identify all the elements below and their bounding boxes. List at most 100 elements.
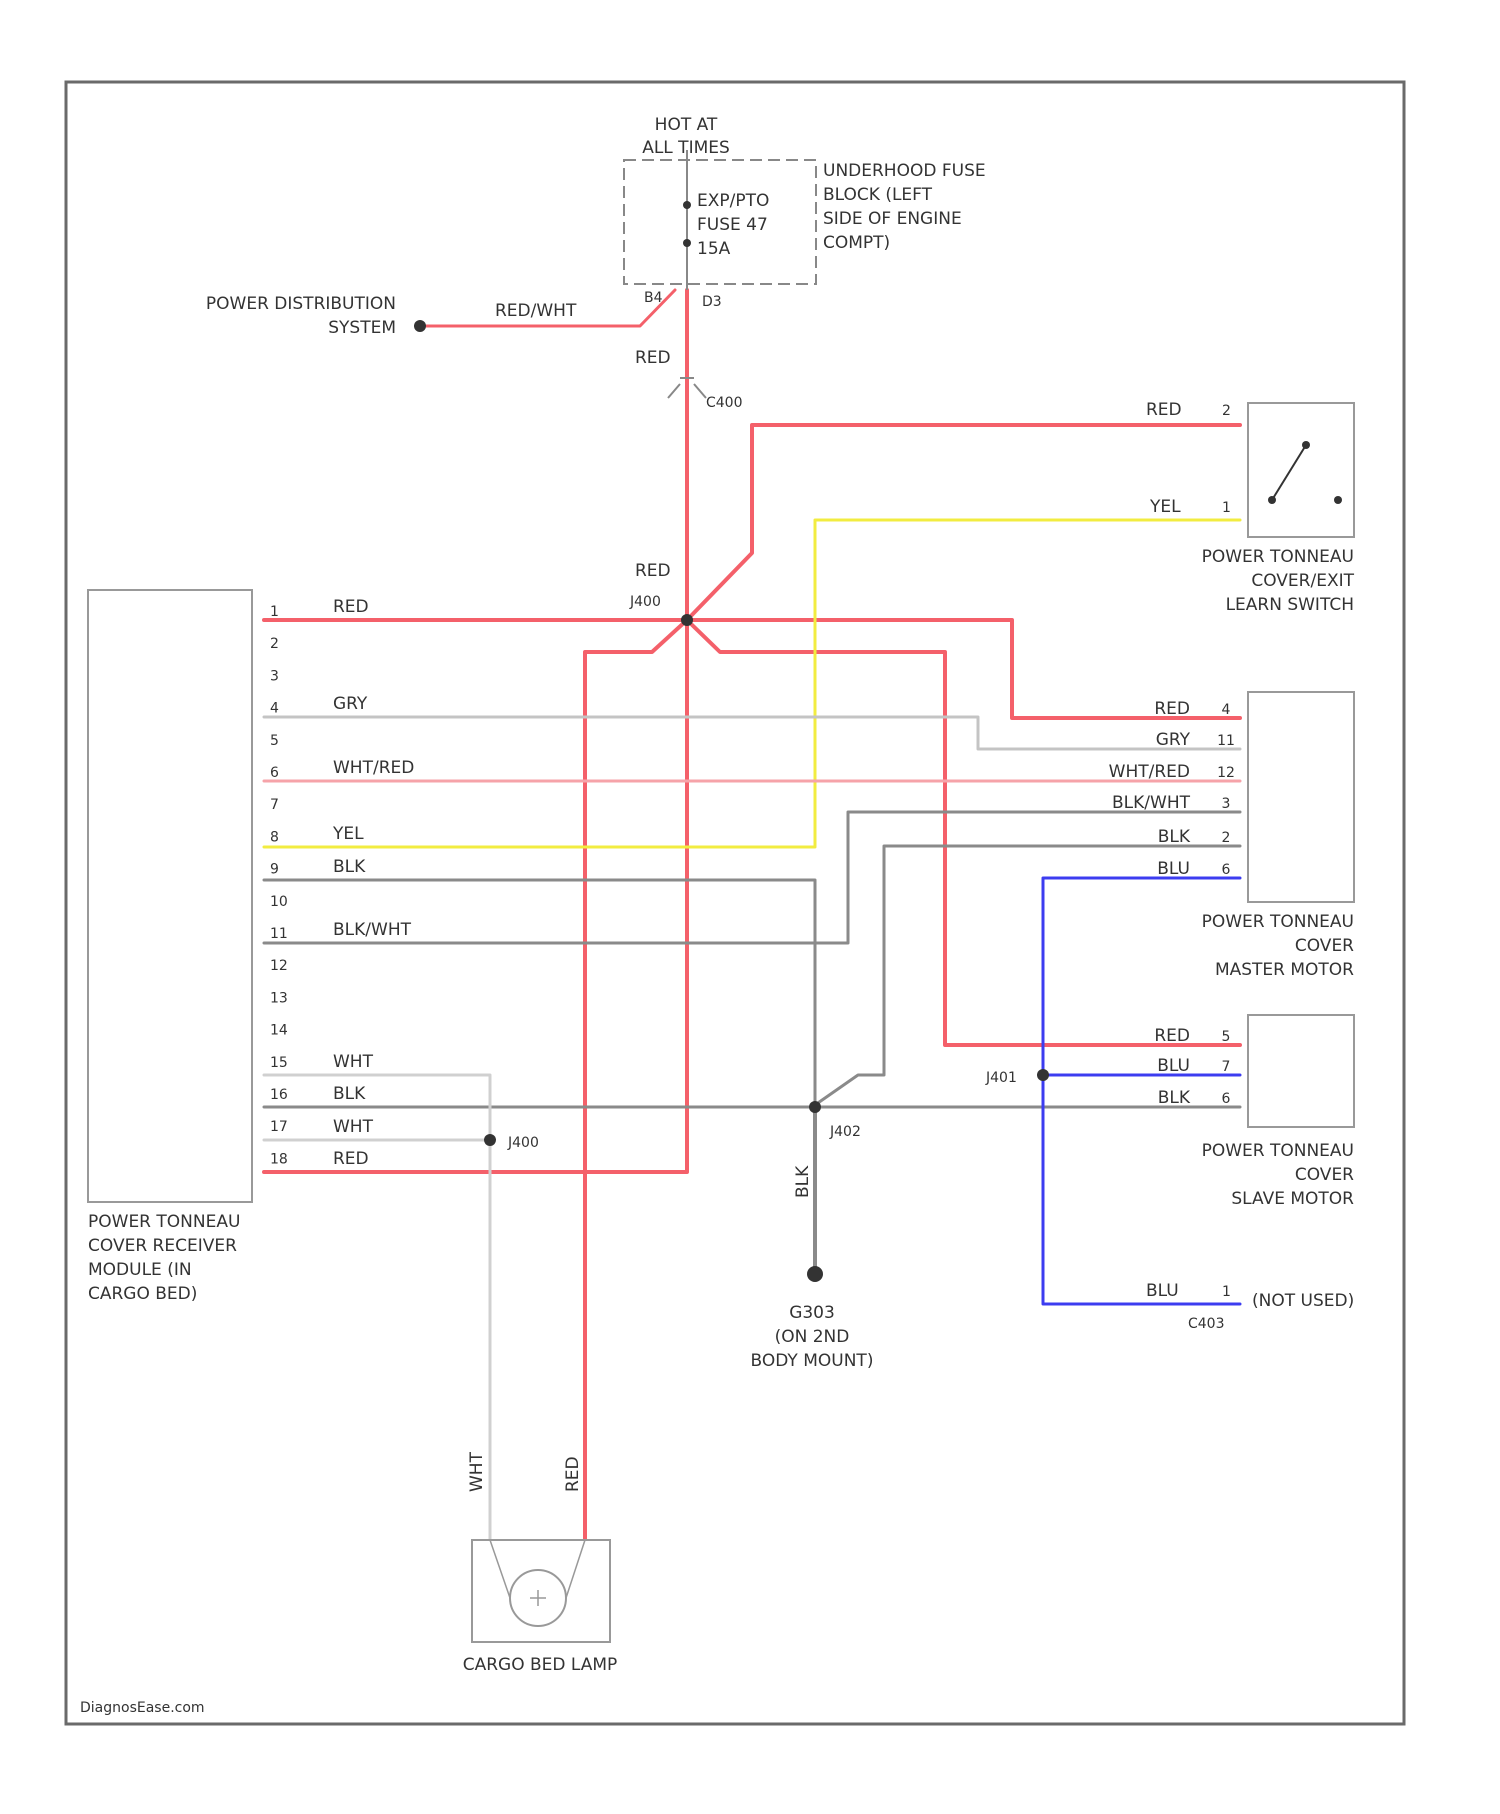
slave-motor-line1: POWER TONNEAU — [1202, 1141, 1354, 1161]
receiver-pin-11: 11 — [270, 926, 288, 942]
master-motor-wire-12: WHT/RED — [1109, 762, 1190, 782]
fuse-hot-line2: ALL TIMES — [642, 138, 730, 158]
splice-j400b — [484, 1134, 496, 1146]
wire-blu-master — [1043, 878, 1240, 1304]
receiver-wire-p17: WHT — [333, 1117, 374, 1137]
fuse-block-line4: COMPT) — [823, 233, 890, 253]
receiver-wire-p1: RED — [333, 597, 369, 617]
splice-j402-label: J402 — [829, 1124, 861, 1140]
slave-motor-box — [1248, 1015, 1354, 1127]
fuse-block-line3: SIDE OF ENGINE — [823, 209, 962, 229]
lamp-wire-right: RED — [563, 1456, 583, 1492]
master-motor-pin-2: 2 — [1222, 830, 1231, 846]
splice-j402 — [809, 1101, 821, 1113]
not-used-pin: 1 — [1222, 1284, 1231, 1300]
master-motor-wire-11: GRY — [1156, 730, 1191, 750]
slave-motor: 5RED7BLU6BLK POWER TONNEAU COVER SLAVE M… — [1154, 1015, 1354, 1209]
fuse-terminal-bottom — [683, 239, 691, 247]
power-distribution-line2: SYSTEM — [328, 318, 396, 338]
slave-motor-pin-7: 7 — [1222, 1059, 1231, 1075]
receiver-module-box — [88, 590, 252, 1202]
receiver-wire-p4: GRY — [333, 694, 368, 714]
learn-switch: 2 1 RED YEL POWER TONNEAU COVER/EXIT LEA… — [1146, 400, 1355, 615]
splice-j401 — [1037, 1069, 1049, 1081]
wire-yel — [264, 520, 1240, 847]
fuse-name-line2: FUSE 47 — [697, 215, 768, 235]
learn-switch-pin-a: 2 — [1222, 403, 1231, 419]
ground-wire-label: BLK — [793, 1165, 813, 1198]
not-used-label: (NOT USED) — [1252, 1291, 1354, 1311]
learn-switch-wire-b: YEL — [1149, 497, 1181, 517]
master-motor-line2: COVER — [1295, 936, 1354, 956]
fuse-pin-right: D3 — [702, 294, 722, 310]
not-used-connector: BLU 1 C403 (NOT USED) — [1146, 1281, 1354, 1332]
fuse-block: HOT AT ALL TIMES EXP/PTO FUSE 47 15A UND… — [624, 115, 986, 310]
slave-motor-wire-5: RED — [1154, 1026, 1190, 1046]
fuse-terminal-top — [683, 201, 691, 209]
fuse-block-line2: BLOCK (LEFT — [823, 185, 933, 205]
receiver-pin-8: 8 — [270, 829, 279, 845]
not-used-conn: C403 — [1188, 1316, 1225, 1332]
learn-switch-wire-a: RED — [1146, 400, 1182, 420]
master-motor-pin-11: 11 — [1217, 733, 1235, 749]
diagram-frame — [66, 82, 1404, 1724]
learn-switch-contact-1 — [1302, 441, 1310, 449]
receiver-pin-14: 14 — [270, 1023, 288, 1039]
receiver-pin-15: 15 — [270, 1055, 288, 1071]
receiver-pin-7: 7 — [270, 797, 279, 813]
power-distribution-terminal — [414, 320, 426, 332]
master-motor-pin-12: 12 — [1217, 765, 1235, 781]
fuse-pin-left: B4 — [644, 290, 663, 306]
wire-red-learn — [687, 425, 1240, 620]
slave-motor-pin-6: 6 — [1222, 1091, 1231, 1107]
wire-wht-pin15 — [264, 1075, 490, 1540]
splice-j401-label: J401 — [985, 1070, 1017, 1086]
receiver-line4: CARGO BED) — [88, 1284, 197, 1304]
receiver-line2: COVER RECEIVER — [88, 1236, 237, 1256]
receiver-pin-16: 16 — [270, 1087, 288, 1103]
receiver-wire-p8: YEL — [332, 824, 364, 844]
connector-c400-label: C400 — [706, 395, 743, 411]
receiver-wire-p6: WHT/RED — [333, 758, 414, 778]
receiver-wire-p15: WHT — [333, 1052, 374, 1072]
ground-line3: BODY MOUNT) — [751, 1351, 874, 1371]
splice-j400 — [681, 614, 693, 626]
ground-g303: G303 (ON 2ND BODY MOUNT) — [751, 1266, 874, 1371]
j400-wire-label: RED — [635, 561, 671, 581]
master-motor-wire-2: BLK — [1158, 827, 1191, 847]
learn-switch-line3: LEARN SWITCH — [1226, 595, 1354, 615]
master-motor-wire-6: BLU — [1157, 859, 1190, 879]
wire-gry — [264, 717, 1240, 749]
receiver-line1: POWER TONNEAU — [88, 1212, 240, 1232]
receiver-pin-6: 6 — [270, 765, 279, 781]
learn-switch-line2: COVER/EXIT — [1251, 571, 1354, 591]
slave-motor-line3: SLAVE MOTOR — [1231, 1189, 1354, 1209]
receiver-pin-12: 12 — [270, 958, 288, 974]
learn-switch-box — [1248, 403, 1354, 537]
master-motor-pin-4: 4 — [1222, 702, 1231, 718]
lamp-wire-left: WHT — [467, 1451, 487, 1492]
splice-j400-label: J400 — [629, 594, 661, 610]
receiver-line3: MODULE (IN — [88, 1260, 192, 1280]
receiver-pin-18: 18 — [270, 1151, 288, 1167]
master-motor-line1: POWER TONNEAU — [1202, 912, 1354, 932]
ground-line2: (ON 2ND — [775, 1327, 850, 1347]
receiver-pin-17: 17 — [270, 1119, 288, 1135]
receiver-wire-p18: RED — [333, 1149, 369, 1169]
lamp-label: CARGO BED LAMP — [463, 1655, 618, 1675]
master-motor-pin-6: 6 — [1222, 862, 1231, 878]
learn-switch-pin-b: 1 — [1222, 500, 1231, 516]
receiver-wire-p16: BLK — [333, 1084, 366, 1104]
fuse-hot-line1: HOT AT — [655, 115, 718, 135]
receiver-pin-13: 13 — [270, 990, 288, 1006]
receiver-pin-4: 4 — [270, 701, 279, 717]
watermark: DiagnosEase.com — [80, 1700, 205, 1716]
receiver-pin-2: 2 — [270, 636, 279, 652]
master-motor-wire-3: BLK/WHT — [1112, 793, 1191, 813]
master-motor-box — [1248, 692, 1354, 902]
learn-switch-contact-3 — [1334, 496, 1342, 504]
